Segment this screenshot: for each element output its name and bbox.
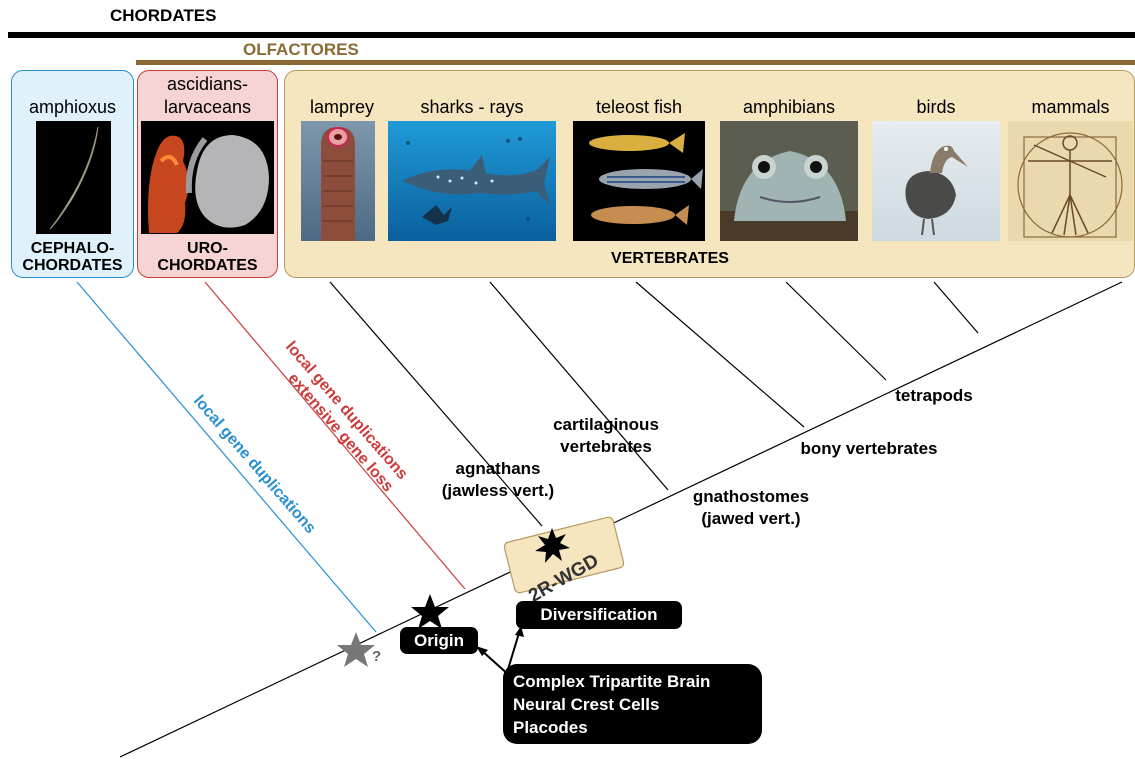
clade-bony-vertebrates: bony vertebrates bbox=[784, 438, 954, 459]
clade-tetrapods: tetrapods bbox=[884, 385, 984, 406]
diversification-label: Diversification bbox=[516, 601, 682, 629]
ancestral-question-mark: ? bbox=[372, 648, 381, 665]
origin-label: Origin bbox=[400, 627, 478, 654]
branch-birds bbox=[934, 282, 978, 333]
features-box: Complex Tripartite Brain Neural Crest Ce… bbox=[503, 664, 762, 744]
ancestral-star-icon bbox=[337, 632, 375, 667]
feature-neural-crest: Neural Crest Cells bbox=[513, 693, 762, 716]
clade-agnathans-line1: agnathans bbox=[430, 458, 566, 479]
origin-star-icon bbox=[411, 594, 449, 629]
branch-teleost bbox=[636, 282, 804, 427]
branch-cephalochordates bbox=[77, 282, 376, 632]
clade-agnathans-line2: (jawless vert.) bbox=[430, 480, 566, 501]
clade-gnathostomes-line2: (jawed vert.) bbox=[678, 508, 824, 529]
clade-gnathostomes-line1: gnathostomes bbox=[678, 486, 824, 507]
feature-brain: Complex Tripartite Brain bbox=[513, 670, 762, 693]
clade-cartilaginous-line2: vertebrates bbox=[536, 436, 676, 457]
feature-placodes: Placodes bbox=[513, 716, 762, 739]
branch-amphibians bbox=[786, 282, 886, 380]
clade-cartilaginous-line1: cartilaginous bbox=[536, 414, 676, 435]
